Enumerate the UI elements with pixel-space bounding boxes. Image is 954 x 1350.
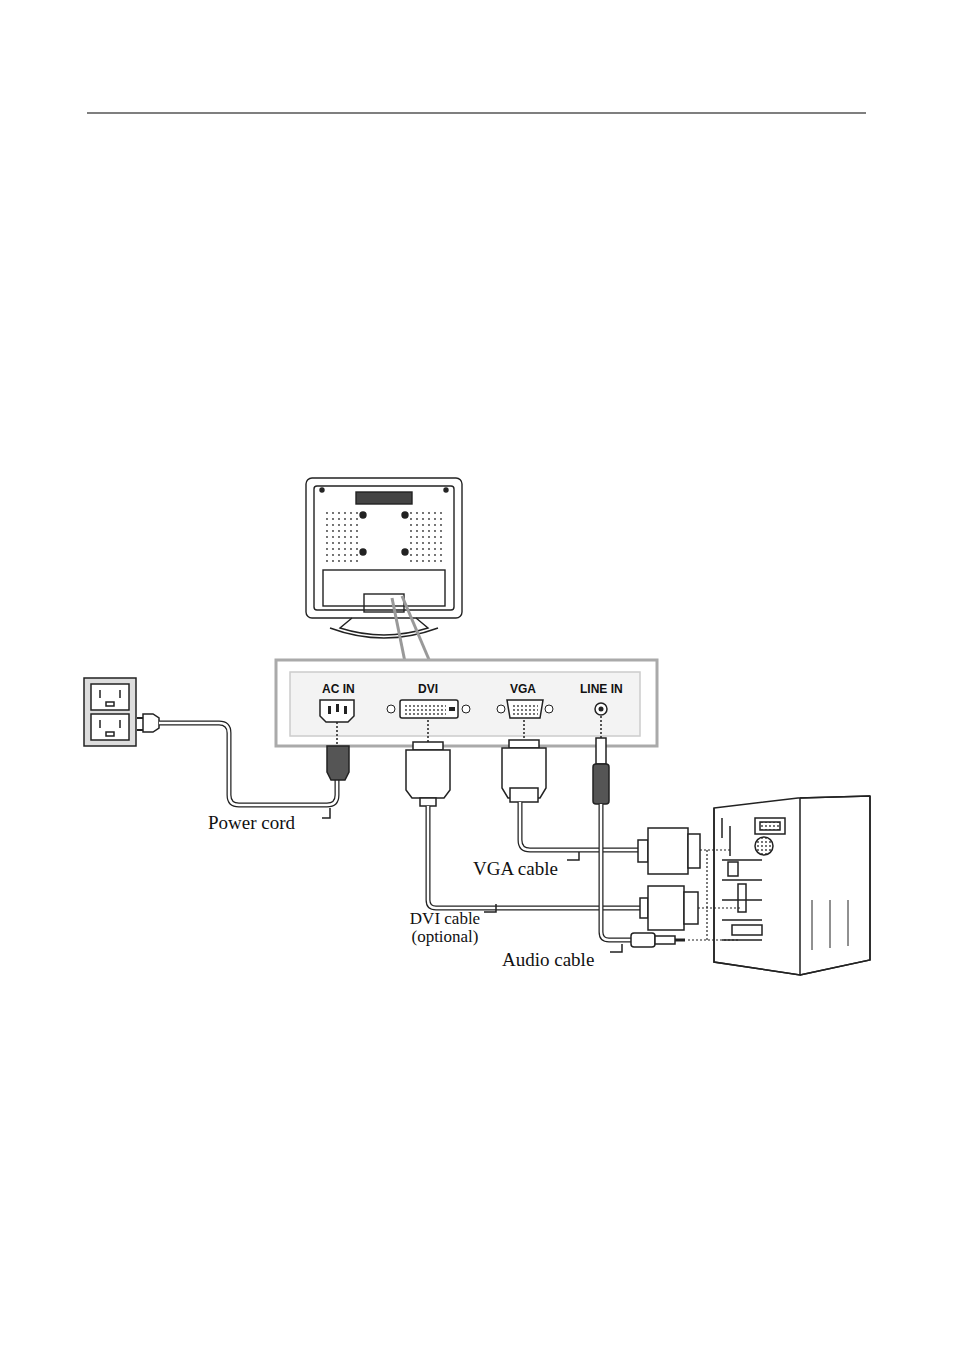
- cable-label: DVI cable (optional): [400, 910, 490, 946]
- cable-label: Audio cable: [502, 950, 594, 969]
- audio-cable: [593, 738, 685, 952]
- port-label: LINE IN: [580, 682, 623, 696]
- wall-outlet: [84, 678, 136, 746]
- connector-panel: [276, 660, 657, 746]
- port-label: AC IN: [322, 682, 355, 696]
- cable-label: VGA cable: [473, 859, 558, 878]
- port-label: VGA: [510, 682, 536, 696]
- power-cord: [137, 714, 349, 818]
- dvi-cable: [406, 742, 698, 930]
- port-label: DVI: [418, 682, 438, 696]
- pc-tower: [714, 796, 870, 975]
- monitor-back: [306, 478, 462, 638]
- cable-label: Power cord: [208, 813, 295, 832]
